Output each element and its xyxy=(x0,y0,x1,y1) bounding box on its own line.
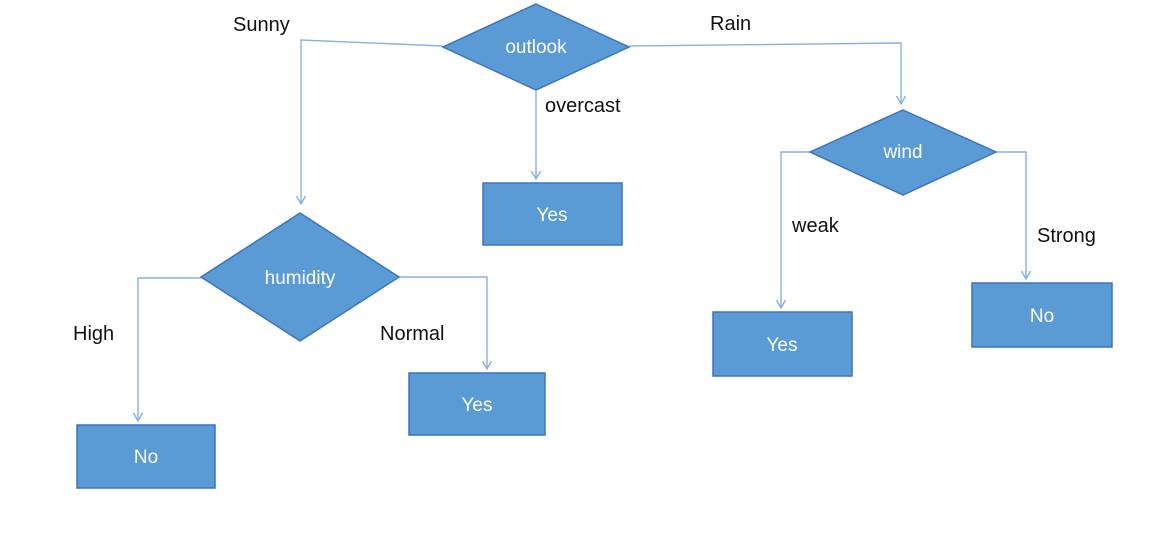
connectors xyxy=(132,39,1032,423)
leaf-weak-label: Yes xyxy=(767,335,798,356)
edge-strong-line xyxy=(996,151,1032,281)
edge-sunny-line xyxy=(295,39,444,206)
edge-label-high: High xyxy=(73,323,114,345)
decision-nodes: outlook humidity wind xyxy=(199,3,998,342)
leaf-high-box xyxy=(76,424,216,489)
leaf-overcast-label: Yes xyxy=(537,205,568,226)
node-humidity-label: humidity xyxy=(265,268,336,289)
leaf-nodes: Yes No Yes Yes No xyxy=(76,182,1113,489)
node-outlook-diamond xyxy=(441,3,631,91)
edge-rain-line xyxy=(628,42,907,106)
node-wind-diamond xyxy=(808,109,998,196)
edge-weak-line xyxy=(775,151,810,310)
node-outlook-label: outlook xyxy=(505,37,567,58)
leaf-high-label: No xyxy=(134,447,158,468)
edge-label-normal: Normal xyxy=(380,323,444,345)
edge-high-line xyxy=(132,277,201,423)
leaf-strong-box xyxy=(971,282,1113,348)
edge-label-strong: Strong xyxy=(1037,225,1096,247)
leaf-normal-box xyxy=(408,372,546,436)
node-wind-label: wind xyxy=(882,142,922,163)
edge-label-sunny: Sunny xyxy=(233,14,290,36)
edge-label-rain: Rain xyxy=(710,13,751,35)
node-humidity-diamond xyxy=(199,212,401,342)
edge-normal-line xyxy=(399,276,493,371)
leaf-weak-box xyxy=(712,311,853,377)
edge-label-overcast: overcast xyxy=(545,95,621,117)
leaf-normal-label: Yes xyxy=(462,395,493,416)
leaf-overcast-box xyxy=(482,182,623,246)
leaf-strong-label: No xyxy=(1030,306,1054,327)
edge-label-weak: weak xyxy=(791,215,840,237)
edge-labels: Sunny Rain overcast High Normal weak Str… xyxy=(73,13,1096,345)
